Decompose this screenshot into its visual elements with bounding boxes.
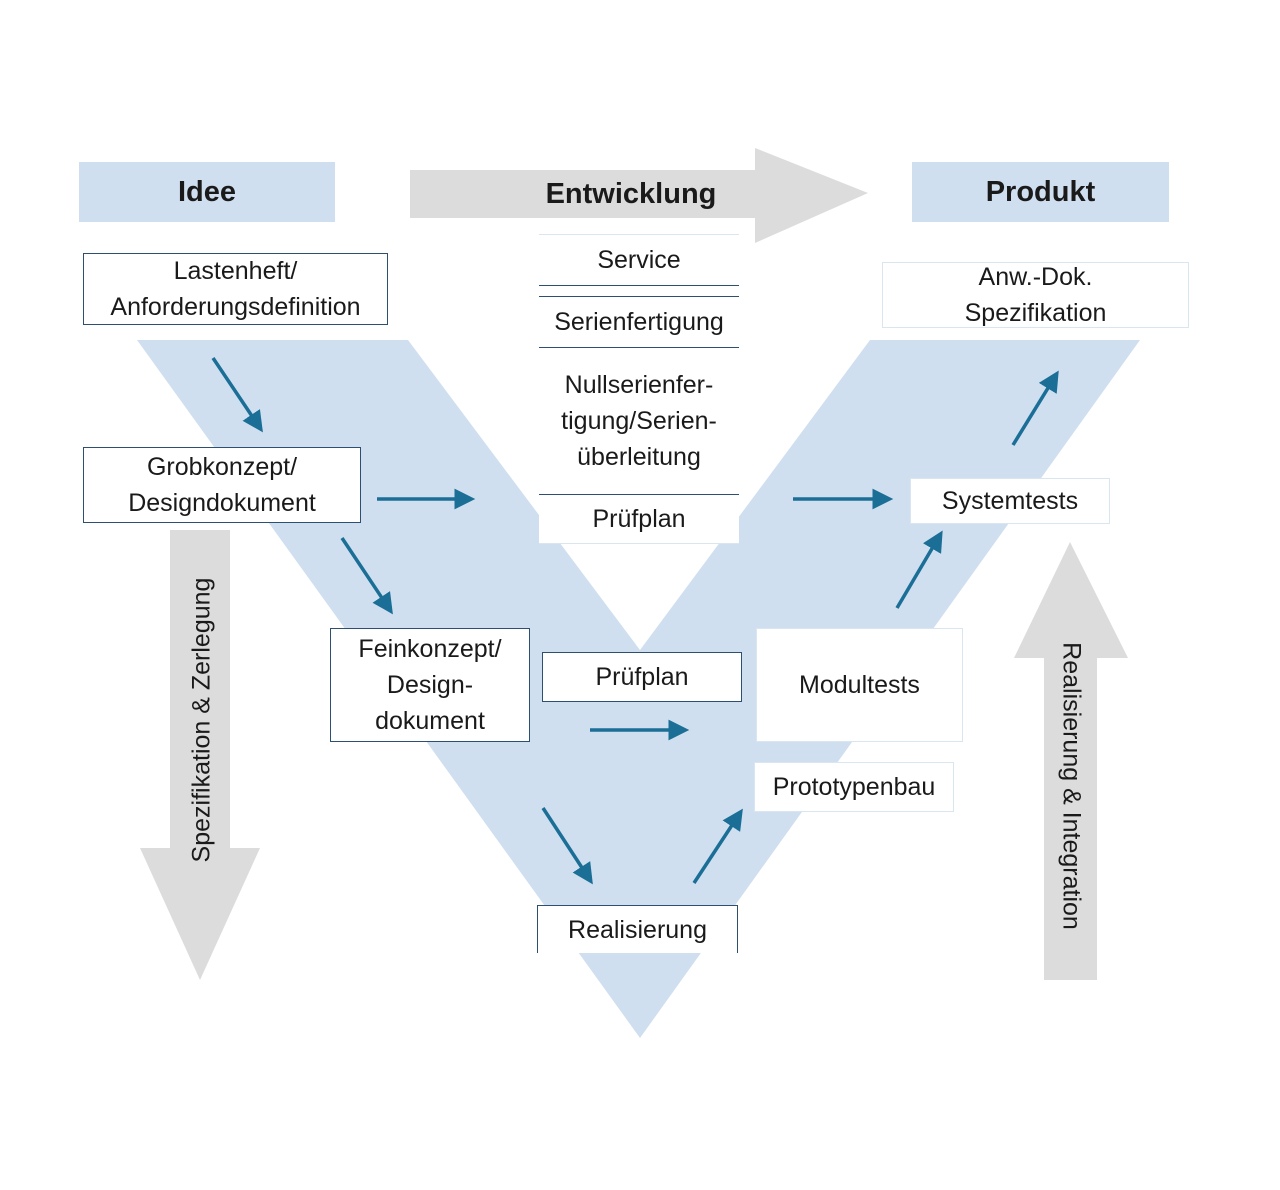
arrow-lastenheft-to-grob: [211, 357, 263, 433]
box-feinkonzept: Feinkonzept/ Design- dokument: [330, 628, 530, 742]
feinkonzept-line-2: Design-: [386, 671, 474, 699]
box-pruefplan-upper: Prüfplan: [539, 494, 739, 544]
arrow-fein-to-realisierung: [541, 807, 593, 885]
modultests-label: Modultests: [799, 671, 920, 699]
lastenheft-line-2: Anforderungsdefinition: [110, 293, 361, 321]
specification-arrow: [140, 530, 260, 980]
nullserie-line-3: überleitung: [577, 443, 701, 471]
anw-dok-line-2: Spezifikation: [964, 299, 1107, 327]
box-nullserie: Nullserienfer- tigung/Serien- überleitun…: [539, 358, 739, 484]
box-realisierung: Realisierung: [537, 905, 738, 953]
box-serienfertigung: Serienfertigung: [539, 296, 739, 348]
box-prototypenbau: Prototypenbau: [754, 762, 954, 812]
pruefplan-upper-label: Prüfplan: [592, 505, 686, 533]
feinkonzept-line-3: dokument: [375, 707, 485, 735]
grobkonzept-line-2: Designdokument: [128, 489, 316, 517]
box-grobkonzept: Grobkonzept/ Designdokument: [83, 447, 361, 523]
anw-dok-line-1: Anw.-Dok.: [978, 263, 1093, 291]
header-idee: Idee: [79, 162, 335, 222]
grobkonzept-line-1: Grobkonzept/: [146, 453, 298, 481]
arrow-modultests-to-systemtests: [895, 530, 943, 609]
arrow-grob-to-fein: [340, 537, 393, 615]
header-entwicklung: Entwicklung: [520, 170, 742, 218]
nullserie-line-2: tigung/Serien-: [561, 407, 717, 435]
service-label: Service: [597, 246, 681, 274]
serienfertigung-label: Serienfertigung: [554, 308, 724, 336]
box-anw-dok: Anw.-Dok. Spezifikation: [882, 262, 1189, 328]
box-pruefplan-lower: Prüfplan: [542, 652, 742, 702]
box-lastenheft: Lastenheft/ Anforderungsdefinition: [83, 253, 388, 325]
integration-arrow: [1014, 542, 1128, 980]
box-service: Service: [539, 234, 739, 286]
feinkonzept-line-1: Feinkonzept/: [358, 635, 502, 663]
development-arrow: [410, 148, 868, 243]
arrow-realisierung-to-prototyp: [692, 808, 743, 884]
realisierung-label: Realisierung: [568, 915, 707, 944]
pruefplan-lower-label: Prüfplan: [595, 663, 689, 691]
lastenheft-line-1: Lastenheft/: [173, 257, 298, 285]
prototypenbau-label: Prototypenbau: [772, 773, 936, 801]
nullserie-line-1: Nullserienfer-: [564, 371, 714, 399]
header-entwicklung-label: Entwicklung: [545, 177, 717, 210]
label-realisierung-integration: Realisierung & Integration: [1057, 642, 1086, 930]
arrow-systemtests-to-anwdok: [1011, 370, 1059, 446]
header-idee-label: Idee: [177, 175, 237, 208]
systemtests-label: Systemtests: [941, 487, 1079, 515]
box-modultests: Modultests: [756, 628, 963, 742]
header-produkt: Produkt: [912, 162, 1169, 222]
header-produkt-label: Produkt: [985, 175, 1096, 208]
box-systemtests: Systemtests: [910, 478, 1110, 524]
label-spezifikation-zerlegung: Spezifikation & Zerlegung: [187, 577, 216, 863]
